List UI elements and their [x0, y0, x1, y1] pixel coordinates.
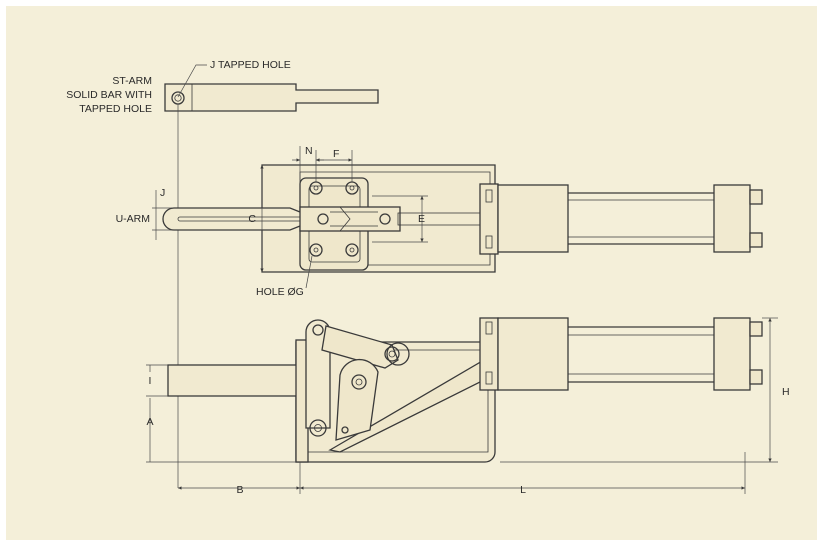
side-view-dimensions: [146, 317, 778, 494]
dim-b-label: B: [236, 484, 243, 496]
st-arm-label-line1: ST-ARM: [112, 75, 152, 87]
dim-i-label: I: [149, 375, 152, 387]
st-arm-label-line3: TAPPED HOLE: [79, 103, 152, 115]
j-tapped-hole-label: J TAPPED HOLE: [210, 59, 291, 71]
u-arm: [162, 206, 491, 232]
dim-e-label: E: [418, 213, 425, 225]
dim-n-label: N: [305, 145, 313, 157]
dim-h-label: H: [782, 386, 790, 398]
top-view-dimensions: [152, 146, 428, 289]
dim-c-label: C: [248, 213, 256, 225]
dim-j-label: J: [160, 187, 165, 199]
dim-a-label: A: [146, 416, 153, 428]
side-view: [167, 317, 763, 463]
dim-l-label: L: [520, 484, 526, 496]
st-arm-view: [164, 83, 379, 112]
hole-g-label: HOLE ØG: [256, 286, 304, 298]
dim-f-label: F: [333, 148, 339, 160]
st-arm-label-line2: SOLID BAR WITH: [66, 89, 152, 101]
u-arm-label: U-ARM: [116, 213, 150, 225]
